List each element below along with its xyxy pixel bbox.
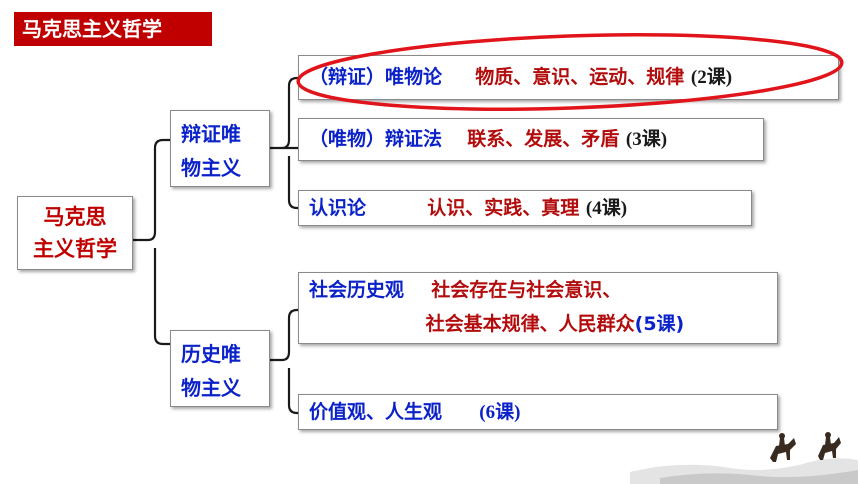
ink-horse-decoration: [630, 432, 858, 484]
root-line-2: 主义哲学: [33, 237, 117, 261]
leaf-5-topic: 价值观、人生观: [309, 401, 443, 423]
leaf-4-topic: 社会历史观: [309, 279, 405, 301]
branch-2-bracket: [270, 308, 298, 415]
branch-1-bracket: [270, 76, 298, 210]
leaf-1-topic: （辩证）唯物论: [309, 66, 443, 88]
root-node: 马克思 主义哲学: [17, 196, 133, 270]
leaf-2-topic: （唯物）辩证法: [309, 128, 443, 150]
branch-2-line-1: 历史唯: [181, 342, 241, 366]
leaf-4-content-2: 社会基本规律、人民群众: [425, 313, 635, 335]
leaf-2-lesson: (3课): [625, 129, 668, 150]
leaf-dialectics: （唯物）辩证法 联系、发展、矛盾 (3课): [298, 118, 764, 161]
leaf-2-content: 联系、发展、矛盾: [467, 128, 620, 150]
leaf-3-topic: 认识论: [309, 197, 367, 219]
leaf-materialism: （辩证）唯物论 物质、意识、运动、规律 (2课): [298, 55, 839, 100]
branch-2-line-2: 物主义: [181, 376, 241, 400]
leaf-3-lesson: (4课): [585, 198, 628, 219]
branch-node-historical-materialism: 历史唯 物主义: [170, 330, 270, 407]
leaf-1-content: 物质、意识、运动、规律: [475, 66, 685, 88]
leaf-5-lesson: (6课): [479, 402, 521, 423]
branch-node-dialectical-materialism: 辩证唯 物主义: [170, 110, 270, 187]
branch-1-line-2: 物主义: [181, 156, 241, 180]
leaf-3-content: 认识、实践、真理: [427, 197, 580, 219]
leaf-4-lesson: (5课): [634, 313, 685, 335]
root-bracket: [133, 138, 170, 346]
leaf-social-history: 社会历史观 社会存在与社会意识、 社会基本规律、人民群众(5课): [298, 272, 778, 344]
leaf-1-lesson: (2课): [690, 67, 733, 88]
branch-1-line-1: 辩证唯: [181, 122, 241, 146]
leaf-epistemology: 认识论 认识、实践、真理 (4课): [298, 190, 752, 226]
leaf-4-content: 社会存在与社会意识、: [431, 279, 622, 301]
section-title-badge: 马克思主义哲学: [14, 12, 212, 46]
leaf-values: 价值观、人生观 (6课): [298, 394, 778, 430]
root-line-1: 马克思: [43, 205, 107, 229]
